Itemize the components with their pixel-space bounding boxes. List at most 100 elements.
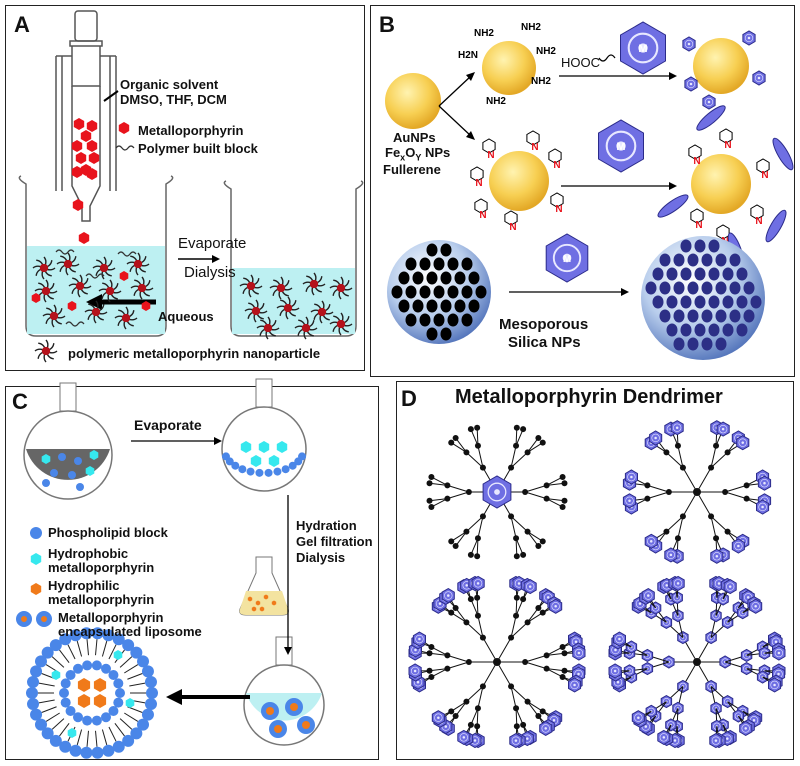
phospholipid-head bbox=[26, 687, 38, 699]
porphyrin-metal bbox=[476, 582, 480, 585]
phospholipid-head bbox=[144, 675, 157, 688]
porphyrin-metal bbox=[644, 725, 648, 728]
nitrogen-label: N bbox=[693, 156, 700, 167]
metal-label: M bbox=[616, 141, 625, 153]
metal-label: M bbox=[638, 43, 647, 55]
dendrimer-node bbox=[452, 543, 459, 550]
pore-icon bbox=[405, 285, 417, 299]
lipid-tail bbox=[76, 640, 83, 657]
pore-icon bbox=[722, 295, 734, 309]
dendrimer-node bbox=[561, 480, 568, 487]
hydrophobic-hex bbox=[41, 454, 51, 464]
legend-liposome-1: Metalloporphyrin bbox=[58, 610, 164, 625]
free-metalloporphyrin bbox=[119, 271, 129, 281]
porphyrin-metal bbox=[544, 727, 547, 730]
dendrimer-node bbox=[674, 442, 681, 449]
dendrimer-branch bbox=[677, 445, 684, 468]
dendrimer-node bbox=[644, 482, 651, 489]
porphyrin-ring bbox=[712, 552, 721, 561]
legend-metalloporphyrin-icon bbox=[118, 122, 130, 134]
panel-a: A Organic solvent DMSO, THF, DCM Metallo… bbox=[5, 5, 365, 371]
axial-porphyrin-icon bbox=[772, 137, 794, 171]
dendrimer-branch bbox=[524, 484, 547, 493]
pore-icon bbox=[673, 281, 685, 295]
porphyrin-ring bbox=[738, 438, 747, 447]
pore-icon bbox=[715, 253, 727, 267]
silica-label-1: Mesoporous bbox=[499, 316, 589, 333]
pore-icon bbox=[729, 309, 741, 323]
pore-icon bbox=[433, 257, 445, 271]
porphyrin-ring bbox=[666, 550, 676, 560]
pore-icon bbox=[447, 257, 459, 271]
pyridine-ring bbox=[750, 204, 764, 220]
porphyrin-ring bbox=[444, 591, 453, 600]
pore-icon bbox=[398, 299, 410, 313]
axial-porphyrin-icon bbox=[696, 105, 726, 131]
pore-icon bbox=[440, 327, 452, 341]
polymer-icon bbox=[85, 273, 105, 279]
porphyrin-ring bbox=[667, 721, 675, 729]
dendrimer-node bbox=[428, 673, 435, 680]
phospholipid-head bbox=[69, 629, 82, 642]
panel-d-label: D bbox=[401, 386, 417, 411]
phospholipid-head-inner bbox=[101, 712, 111, 723]
flask-neck bbox=[59, 382, 77, 412]
dendrimer-branch bbox=[546, 476, 563, 486]
dendrimer-branch bbox=[447, 491, 470, 500]
porphyrin-metal bbox=[744, 727, 747, 730]
pore-icon bbox=[461, 257, 473, 271]
nanoparticle-icon bbox=[310, 300, 334, 324]
dendrimer-branch bbox=[682, 467, 698, 493]
porphyrin-ring bbox=[774, 648, 784, 658]
hydration-solution bbox=[239, 591, 289, 615]
dendrimer-node bbox=[513, 424, 520, 431]
porphyrin-ring bbox=[711, 736, 721, 745]
phospholipid-dot bbox=[231, 461, 240, 470]
dendrimer-node bbox=[513, 442, 520, 449]
porphyrin-ring bbox=[754, 73, 764, 83]
nanoparticle-icon bbox=[32, 256, 56, 280]
dendrimer-node bbox=[520, 721, 527, 728]
porphyrin-metal bbox=[687, 42, 691, 46]
pore-icon bbox=[645, 281, 657, 295]
porphyrin-metal bbox=[577, 651, 581, 655]
lipid-tail bbox=[108, 726, 117, 742]
step-evaporate-c: Evaporate bbox=[134, 417, 202, 433]
dendrimer-branch bbox=[510, 451, 528, 469]
pyridine-ring bbox=[690, 208, 704, 224]
nitrogen-label: N bbox=[475, 178, 482, 189]
porphyrin-metal bbox=[763, 481, 766, 485]
nh2-label: NH2 bbox=[536, 46, 556, 57]
pore-icon bbox=[461, 313, 473, 327]
dendrimer-node bbox=[561, 497, 568, 504]
pore-icon bbox=[468, 299, 480, 313]
pore-icon bbox=[715, 281, 727, 295]
lipid-tail bbox=[59, 723, 70, 737]
h2n-label: H2N bbox=[458, 50, 478, 61]
liposome-core bbox=[266, 707, 274, 715]
dendrimer-branch bbox=[482, 637, 498, 663]
porphyrin-ring bbox=[526, 582, 535, 591]
nanoparticle-icon bbox=[130, 276, 154, 300]
pyridine-ring bbox=[548, 148, 562, 164]
porphyrin-ring bbox=[610, 666, 620, 676]
pore-icon bbox=[680, 323, 692, 337]
porphyrin-ring bbox=[744, 33, 754, 43]
hydrophobic-hex bbox=[276, 441, 288, 453]
phospholipid-head bbox=[122, 734, 135, 747]
nanoparticle-icon bbox=[256, 316, 280, 340]
legend-hydrophilic-1: Hydrophilic bbox=[48, 578, 120, 593]
phospholipid-dot bbox=[298, 452, 307, 461]
dendrimer-branch bbox=[510, 686, 517, 709]
metal-label: M bbox=[563, 254, 571, 265]
dendrimer-branch bbox=[724, 484, 747, 493]
porphyrin-metal bbox=[552, 719, 556, 722]
nanoparticle-icon bbox=[92, 256, 116, 280]
pyridine-nanoparticle bbox=[489, 151, 549, 211]
metalloporphyrin-hex bbox=[86, 120, 98, 132]
pore-icon bbox=[750, 295, 762, 309]
nitrogen-label: N bbox=[479, 210, 486, 221]
polymer-icon bbox=[117, 251, 137, 257]
pore-icon bbox=[440, 299, 452, 313]
porphyrin-metal bbox=[462, 736, 466, 739]
